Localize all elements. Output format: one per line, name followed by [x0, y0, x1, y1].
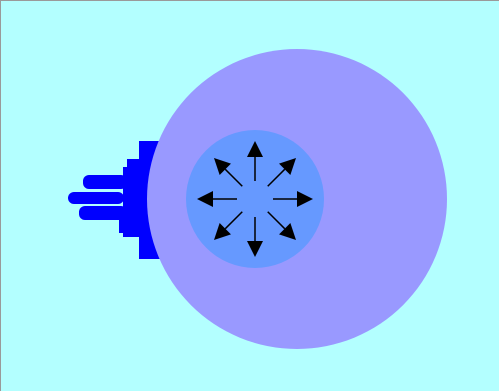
tool-prong-2 — [68, 192, 124, 204]
tool-step-bottom — [119, 219, 135, 233]
tool-prong-1 — [83, 175, 127, 189]
tool-prong-3 — [79, 206, 127, 220]
